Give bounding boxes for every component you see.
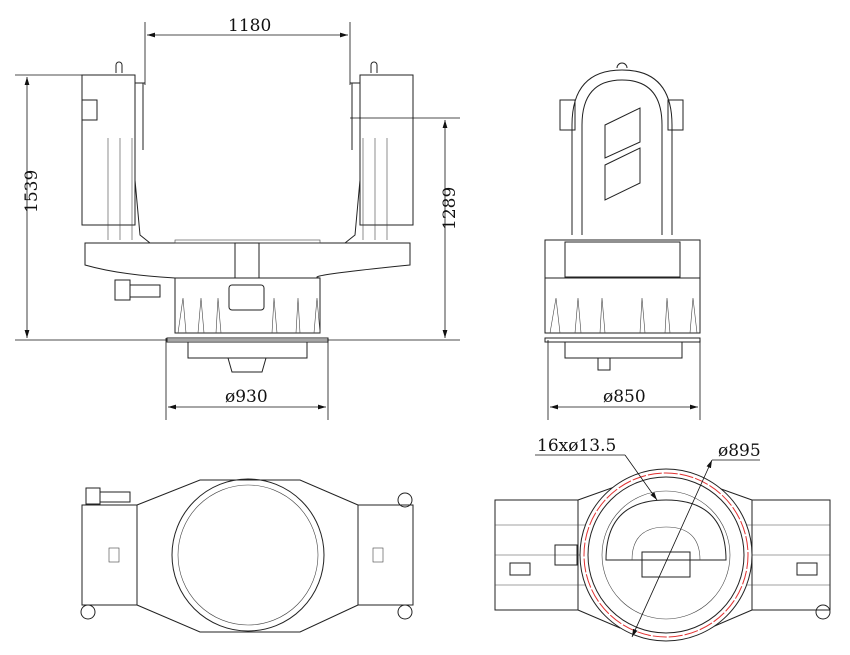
plan-view-right xyxy=(494,454,831,642)
holes-callout-label: 16xø13.5 xyxy=(537,436,616,456)
dim-1180-label: 1180 xyxy=(228,16,271,36)
dim-895-label: ø895 xyxy=(718,441,761,461)
side-view xyxy=(544,62,701,420)
dim-930-label: ø930 xyxy=(225,387,268,407)
dim-1539-label: 1539 xyxy=(22,170,42,213)
dim-1289-label: 1289 xyxy=(440,187,460,230)
front-view xyxy=(15,22,460,420)
plan-view-left xyxy=(80,478,414,633)
dim-850-label: ø850 xyxy=(603,387,646,407)
